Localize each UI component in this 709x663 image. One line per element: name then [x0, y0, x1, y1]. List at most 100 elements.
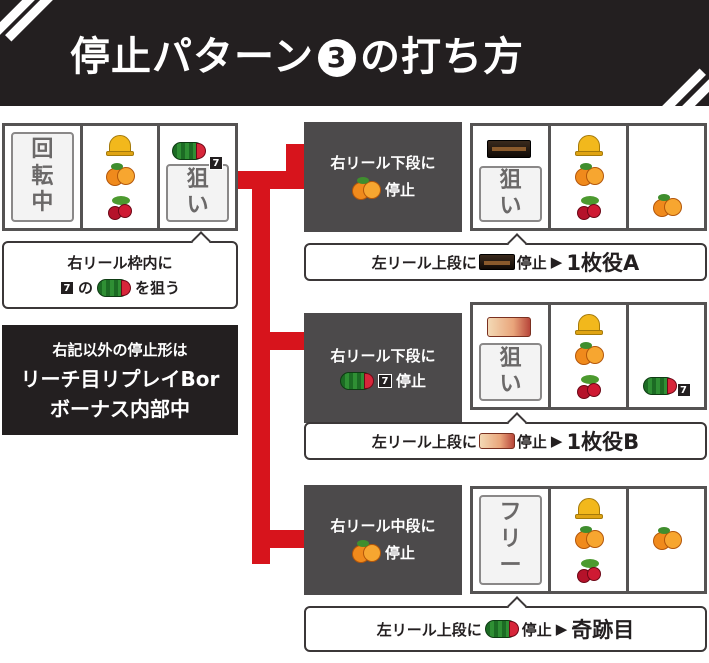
title-text: 停止パターン — [70, 34, 314, 80]
watermelon-icon — [642, 375, 677, 397]
condition-text: 停止 — [395, 372, 426, 390]
bell-icon — [574, 496, 603, 520]
reel-label: フ リ ー — [479, 495, 542, 585]
condition-text: 停止 — [384, 544, 415, 562]
orange-icon — [351, 176, 381, 203]
result-text: 左リール上段に — [376, 620, 482, 639]
title-text: の打ち方 — [360, 34, 524, 80]
left-reel: 狙 い — [473, 305, 548, 407]
watermelon-icon — [97, 277, 131, 299]
bubble-tail — [507, 596, 527, 616]
bubble-tail — [191, 231, 211, 251]
seven-icon: 7 — [377, 373, 392, 388]
result-label: 奇跡目 — [571, 618, 635, 642]
left-reel: 回 転 中 — [5, 126, 80, 228]
connector-trunk — [252, 171, 270, 564]
pattern-number-badge: 3 — [318, 39, 356, 77]
instruction-line: 7 の を狙う — [59, 277, 181, 299]
label-char: い — [499, 372, 522, 397]
instruction-text: を狙う — [135, 279, 181, 297]
bubble-tail — [507, 412, 527, 432]
result-text: 停止 — [521, 620, 552, 639]
cherry-icon — [575, 374, 603, 400]
arrow-icon: ▶ — [550, 432, 563, 450]
right-reel — [629, 126, 704, 228]
result-text: 左リール上段に — [371, 253, 477, 272]
connector-line — [252, 530, 304, 548]
condition-text: 右リール中段に — [330, 516, 436, 535]
seven-icon: 7 — [676, 383, 691, 397]
watermelon-icon — [339, 370, 374, 392]
label-char: 転 — [31, 163, 54, 189]
result-label: 1枚役A — [566, 251, 640, 275]
condition-text: 右リール下段に — [330, 153, 436, 172]
seven-icon: 7 — [59, 280, 74, 295]
orange-icon — [652, 194, 682, 220]
orange-icon — [574, 526, 604, 552]
arrow-icon: ▶ — [550, 253, 563, 271]
bar-icon — [487, 140, 531, 158]
connector-line — [252, 332, 304, 350]
orange-icon — [351, 539, 381, 566]
left-reel: 狙 い — [473, 126, 548, 228]
note-box: 右記以外の停止形は リーチ目リプレイBor ボーナス内部中 — [2, 325, 238, 435]
result-text: 左リール上段に — [371, 432, 477, 451]
label-char: 狙 — [499, 167, 522, 193]
reel-panel-start: 回 転 中 狙 い 7 — [2, 123, 238, 231]
center-reel — [551, 126, 626, 228]
left-reel: フ リ ー — [473, 489, 548, 591]
right-reel: 7 — [629, 305, 704, 407]
result-bubble: 左リール上段に 停止 ▶ 奇跡目 — [304, 596, 707, 652]
bell-icon — [106, 133, 134, 157]
orange-icon — [574, 342, 604, 368]
label-char: 回 — [31, 137, 54, 163]
instruction-bubble: 右リール枠内に 7 の を狙う — [2, 231, 238, 309]
result-text: 停止 — [516, 432, 547, 451]
right-reel — [629, 489, 704, 591]
center-reel — [551, 489, 626, 591]
bell-icon — [574, 312, 603, 336]
reel-label: 狙 い — [166, 164, 230, 222]
note-line: リーチ目リプレイBor — [20, 366, 220, 391]
reel-label: 回 転 中 — [11, 132, 74, 222]
bubble-tail — [507, 233, 527, 253]
label-char: い — [186, 193, 209, 218]
condition-text: 停止 — [384, 181, 415, 199]
cherry-icon — [575, 195, 603, 221]
bar-icon — [478, 254, 515, 270]
label-char: い — [499, 194, 522, 219]
watermelon-icon — [484, 618, 519, 640]
condition-box: 右リール中段に 停止 — [304, 485, 462, 595]
reel-label: 狙 い — [479, 166, 542, 222]
reel-panel-branch-1: 狙 い — [470, 123, 707, 231]
right-reel: 狙 い 7 — [160, 126, 236, 228]
arrow-icon: ▶ — [555, 620, 568, 638]
character-icon — [487, 317, 531, 337]
condition-box: 右リール下段に 7 停止 — [304, 313, 462, 423]
label-char: リ — [499, 526, 522, 552]
bell-icon — [574, 133, 603, 157]
reel-panel-branch-2: 狙 い 7 — [470, 302, 707, 410]
instruction-text: の — [77, 279, 93, 297]
cherry-icon — [575, 558, 603, 584]
seven-icon: 7 — [209, 156, 224, 170]
note-line: 右記以外の停止形は — [52, 340, 188, 359]
condition-text: 右リール下段に — [330, 346, 436, 365]
result-label: 1枚役B — [566, 430, 640, 454]
center-reel — [82, 126, 158, 228]
reel-label: 狙 い — [479, 343, 542, 401]
note-line: ボーナス内部中 — [50, 396, 190, 421]
instruction-line: 右リール枠内に — [67, 253, 173, 272]
label-char: ー — [499, 553, 522, 579]
result-text: 停止 — [516, 253, 547, 272]
reel-panel-branch-3: フ リ ー — [470, 486, 707, 594]
orange-icon — [105, 163, 135, 189]
orange-icon — [574, 163, 604, 189]
label-char: 狙 — [186, 166, 209, 192]
result-bubble: 左リール上段に 停止 ▶ 1枚役B — [304, 412, 707, 460]
label-char: 中 — [31, 190, 54, 216]
connector-line — [286, 144, 304, 189]
cherry-icon — [106, 195, 134, 221]
